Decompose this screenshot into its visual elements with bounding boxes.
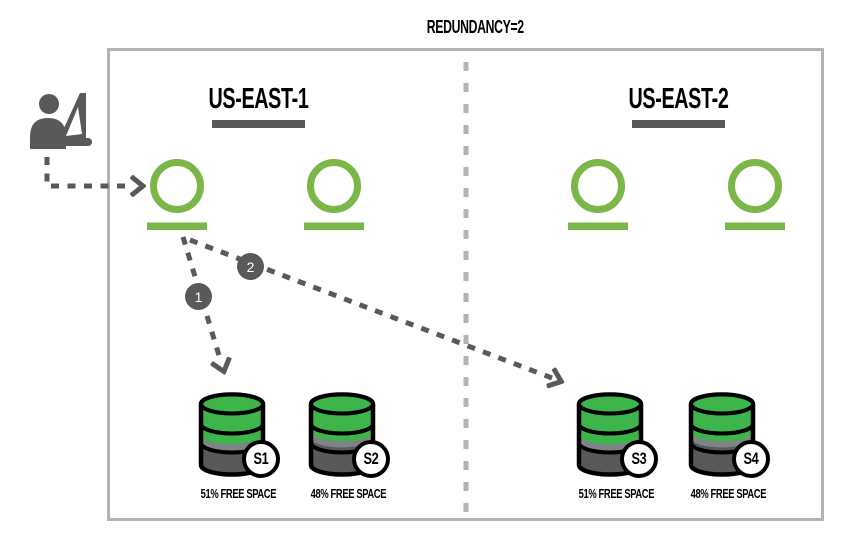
step-label: 1 — [194, 288, 203, 305]
region-underline — [631, 120, 725, 128]
storage-badge: S2 — [352, 440, 390, 478]
storage-badge: S3 — [620, 440, 658, 478]
storage-s3: S3 — [575, 391, 659, 479]
instance-ring-icon — [568, 159, 628, 230]
storage-caption-s1: 51% FREE SPACE — [173, 486, 303, 501]
instance-ring-icon — [304, 159, 364, 230]
instance-ring-icon — [147, 159, 207, 230]
step-label: 2 — [246, 258, 255, 275]
person-at-computer-icon — [30, 93, 92, 149]
caption-text: 48% FREE SPACE — [310, 486, 386, 501]
caption-text: 48% FREE SPACE — [690, 486, 766, 501]
instance-node-2 — [303, 159, 365, 230]
storage-caption-s4: 48% FREE SPACE — [663, 486, 793, 501]
storage-caption-s2: 48% FREE SPACE — [283, 486, 413, 501]
diagram-title-text: REDUNDANCY=2 — [426, 17, 524, 37]
region-header-us-east-1: US-EAST-1 — [158, 83, 358, 128]
caption-text: 51% FREE SPACE — [200, 486, 276, 501]
storage-id: S3 — [631, 449, 647, 468]
region-name: US-EAST-1 — [208, 83, 308, 115]
storage-s1: S1 — [197, 391, 281, 479]
region-name: US-EAST-2 — [628, 83, 728, 115]
instance-node-3 — [567, 159, 629, 230]
storage-id: S1 — [253, 449, 269, 468]
storage-id: S4 — [743, 449, 759, 468]
cluster-frame — [107, 48, 824, 521]
step-badge-2: 2 — [237, 253, 264, 280]
caption-text: 51% FREE SPACE — [578, 486, 654, 501]
step-badge-1: 1 — [185, 283, 212, 310]
instance-node-1 — [146, 159, 208, 230]
instance-node-4 — [724, 159, 786, 230]
storage-s2: S2 — [307, 391, 391, 479]
instance-ring-icon — [725, 159, 785, 230]
storage-s4: S4 — [687, 391, 771, 479]
region-underline — [211, 120, 305, 128]
region-header-us-east-2: US-EAST-2 — [578, 83, 778, 128]
storage-badge: S1 — [242, 440, 280, 478]
storage-caption-s3: 51% FREE SPACE — [551, 486, 681, 501]
storage-badge: S4 — [732, 440, 770, 478]
diagram-title: REDUNDANCY=2 — [325, 17, 625, 38]
storage-id: S2 — [363, 449, 379, 468]
